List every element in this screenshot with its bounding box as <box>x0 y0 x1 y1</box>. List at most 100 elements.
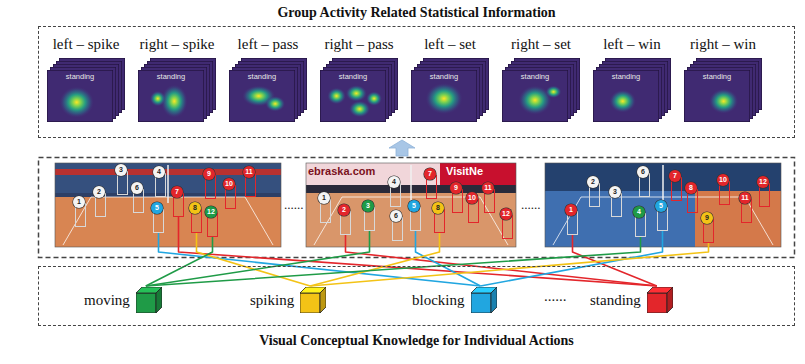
heatmap-tag: standing <box>502 72 568 81</box>
heatmap-node: right – spike standing <box>131 36 223 132</box>
cube-face <box>300 293 320 313</box>
ellipsis: ...... <box>521 198 541 211</box>
dashed-group: Group Activity Related Statistical Infor… <box>38 0 795 140</box>
player-box: 1 <box>567 211 578 235</box>
concept-cube <box>647 287 673 313</box>
dashed-group: Visual Conceptual Knowledge for Individu… <box>38 266 795 358</box>
heatmap-blob <box>546 86 562 98</box>
heatmap-tag: standing <box>138 72 204 81</box>
net <box>410 165 412 203</box>
heatmap-blob <box>327 88 345 105</box>
action-label: moving <box>84 291 130 309</box>
panel-title: Group Activity Related Statistical Infor… <box>38 4 795 21</box>
cube-face <box>471 293 491 313</box>
frame-detail <box>440 163 516 185</box>
heatmap-stack <box>411 58 489 122</box>
cube-face <box>647 293 667 313</box>
heatmap-tag: standing <box>411 72 477 81</box>
player-box: 8 <box>687 189 698 213</box>
heatmap-ground <box>229 70 295 122</box>
panel-title: Visual Conceptual Knowledge for Individu… <box>38 332 795 349</box>
connector-line <box>146 237 213 286</box>
callout-number: 4 <box>153 166 165 178</box>
ellipsis: ...... <box>284 198 304 211</box>
callout-number: 1 <box>318 192 330 204</box>
heatmap-label: left – set <box>404 36 496 53</box>
heatmap-border <box>138 70 203 121</box>
cube-face <box>156 287 162 313</box>
heatmap-tag: standing <box>320 72 386 81</box>
concept-node: standing <box>590 286 673 314</box>
frame-band <box>545 191 781 247</box>
video-frames <box>55 163 781 247</box>
player-box: 2 <box>340 211 351 235</box>
heatmap-border <box>320 70 385 121</box>
concept-node: spiking <box>250 286 326 314</box>
heatmap-layer <box>138 70 204 122</box>
connector-line <box>146 237 641 286</box>
heatmap-blob <box>349 101 370 118</box>
net <box>167 165 169 203</box>
callout-number: 2 <box>93 186 105 198</box>
connector-line <box>416 231 481 286</box>
heatmap-node: left – winstanding <box>586 36 678 132</box>
concept-node: blocking <box>412 286 497 314</box>
connector-line <box>310 243 708 286</box>
connector-line <box>197 233 311 286</box>
connector-line <box>346 235 657 286</box>
heatmap-stack <box>684 58 762 122</box>
callout-number: 8 <box>432 202 444 214</box>
player-box: 4 <box>635 213 646 237</box>
callout-number: 7 <box>171 186 183 198</box>
frame-band <box>545 163 781 191</box>
heatmap-label: right – spike <box>131 36 223 53</box>
heatmap-tag: standing <box>229 72 295 81</box>
cube-face <box>320 287 326 313</box>
heatmap-blob <box>60 87 94 118</box>
callout-number: 6 <box>390 210 402 222</box>
callout-number: 9 <box>701 212 713 224</box>
action-label: standing <box>590 291 641 309</box>
concept-node: moving <box>84 286 162 314</box>
heatmap-layer <box>47 70 113 122</box>
player-box: 9 <box>205 175 216 199</box>
player-box: 10 <box>468 199 479 223</box>
callout-number: 3 <box>609 186 621 198</box>
heatmap-ground <box>411 70 477 122</box>
callout-number: 4 <box>388 176 400 188</box>
video-frame <box>55 163 281 247</box>
callout-number: 7 <box>424 168 436 180</box>
player-box: 5 <box>153 209 164 233</box>
concept-cube <box>300 287 326 313</box>
player-box: 3 <box>117 171 128 195</box>
callout-number: 10 <box>223 178 235 190</box>
player-box: 7 <box>173 193 184 217</box>
callout-number: 8 <box>685 182 697 194</box>
player-box: 7 <box>426 175 437 199</box>
heatmap-blob <box>426 83 463 114</box>
frame-border <box>55 163 281 247</box>
banner-text: ebraska.com <box>308 165 375 178</box>
heatmap-ground <box>320 70 386 122</box>
heatmap-label: right – win <box>677 36 769 53</box>
player-box: 6 <box>639 173 650 197</box>
heatmap-ground <box>502 70 568 122</box>
player-box: 11 <box>741 199 752 223</box>
heatmap-layer <box>502 70 568 122</box>
heatmap-layer <box>229 70 295 122</box>
heatmap-blob <box>150 91 166 107</box>
heatmap-blob <box>709 89 738 114</box>
player-box: 11 <box>484 189 495 213</box>
callout-number: 10 <box>466 192 478 204</box>
video-frame <box>306 163 516 247</box>
player-box: 1 <box>75 203 86 227</box>
callout-number: 12 <box>500 208 512 220</box>
heatmap-label: left – spike <box>40 36 132 53</box>
callout-number: 8 <box>189 202 201 214</box>
callout-number: 9 <box>203 168 215 180</box>
callout-number: 11 <box>482 182 494 194</box>
heatmap-blob <box>346 85 367 102</box>
player-box: 4 <box>155 173 166 197</box>
